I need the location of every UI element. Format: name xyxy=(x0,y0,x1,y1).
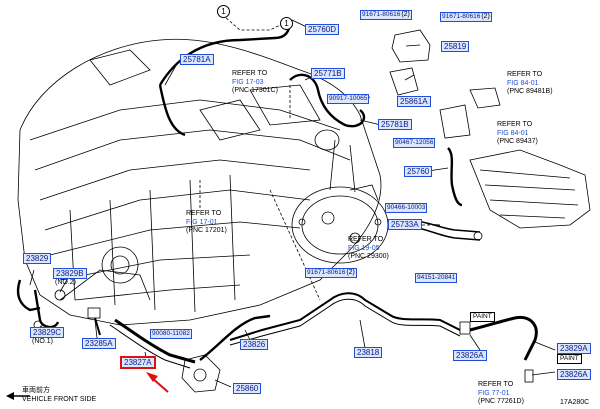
part-23829B[interactable]: 23829B xyxy=(53,268,87,279)
circle-marker-1b: 1 xyxy=(280,17,293,30)
front-label-en: VEHICLE FRONT SIDE xyxy=(22,396,97,403)
part-23829A[interactable]: 23829A xyxy=(557,343,591,354)
note-no2: (NO.2) xyxy=(55,279,76,286)
part-25860[interactable]: 25860 xyxy=(233,383,262,394)
part-23827A[interactable]: 23827A xyxy=(120,356,156,369)
part-23818[interactable]: 23818 xyxy=(354,347,383,358)
front-arrow-icon xyxy=(6,392,30,400)
part-23826[interactable]: 23826 xyxy=(240,339,269,350)
part-23285A[interactable]: 23285A xyxy=(82,338,116,349)
bolt-91671-a[interactable]: 91671-80616(2) xyxy=(360,10,412,20)
bolt-91671-b[interactable]: 91671-80616(2) xyxy=(440,12,492,22)
bolt-90467[interactable]: 90467-12056 xyxy=(393,138,436,148)
part-25760D[interactable]: 25760D xyxy=(305,24,340,35)
part-23829C[interactable]: 23829C xyxy=(30,327,65,338)
figure-code: 17A280C xyxy=(560,399,590,406)
front-label-jp: 車両前方 xyxy=(22,387,50,394)
paint-label-b: PAINT xyxy=(557,354,582,364)
circle-marker-1: 1 xyxy=(217,5,230,18)
part-25771B[interactable]: 25771B xyxy=(311,68,345,79)
part-25861A[interactable]: 25861A xyxy=(397,96,431,107)
note-no1: (NO.1) xyxy=(32,338,53,345)
bolt-90466[interactable]: 90466-10003 xyxy=(385,203,428,213)
part-25733A[interactable]: 25733A xyxy=(388,219,422,230)
bolt-90917[interactable]: 90917-10065 xyxy=(327,94,370,104)
part-25819[interactable]: 25819 xyxy=(441,41,470,52)
paint-label-a: PAINT xyxy=(470,312,495,322)
part-25781B[interactable]: 25781B xyxy=(378,119,412,130)
bolt-90080[interactable]: 90080-11082 xyxy=(150,329,192,339)
part-23826A-b[interactable]: 23826A xyxy=(557,369,591,380)
engine-block xyxy=(17,38,382,326)
part-25781A[interactable]: 25781A xyxy=(180,54,214,65)
part-23826A[interactable]: 23826A xyxy=(453,350,487,361)
part-25760[interactable]: 25760 xyxy=(404,166,433,177)
part-23829[interactable]: 23829 xyxy=(23,253,52,264)
bolt-94151[interactable]: 94151-20841 xyxy=(415,273,458,283)
vacuum-pump xyxy=(291,129,389,264)
bolt-91671-c[interactable]: 91671-80616(2) xyxy=(305,268,357,278)
brake-booster xyxy=(469,149,591,229)
red-arrow-icon xyxy=(146,372,169,393)
